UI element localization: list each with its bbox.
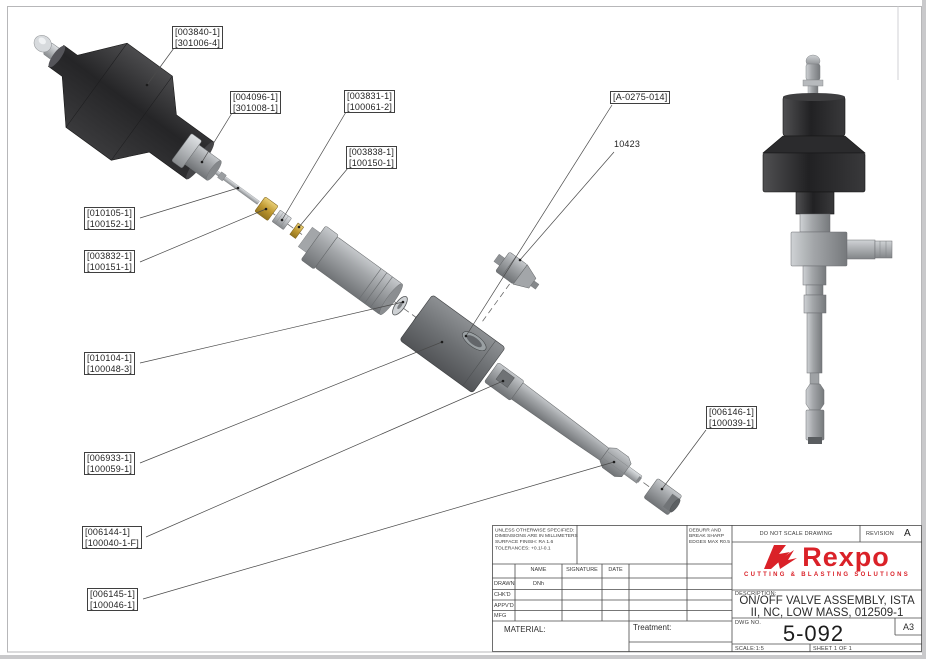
page-edge-bottom bbox=[0, 655, 926, 659]
assembled-valve-body bbox=[790, 213, 893, 267]
poppet-centerline bbox=[479, 283, 510, 325]
part-label: [006933-1][100059-1] bbox=[84, 452, 136, 475]
company-logo: Rexpo CUTTING & BLASTING SOLUTIONS bbox=[732, 543, 922, 587]
material-label: MATERIAL: bbox=[504, 625, 546, 634]
valve-body-exploded bbox=[400, 295, 505, 393]
eagle-logo-icon bbox=[764, 545, 798, 569]
description-line1: ON/OFF VALVE ASSEMBLY, ISTA bbox=[739, 594, 915, 607]
title-block: UNLESS OTHERWISE SPECIFIED: DIMENSIONS A… bbox=[492, 525, 922, 652]
page-edge-right bbox=[922, 0, 926, 659]
revision-value: A bbox=[904, 528, 911, 539]
exploded-view bbox=[33, 35, 682, 515]
tolerance-notes: UNLESS OTHERWISE SPECIFIED: DIMENSIONS A… bbox=[495, 528, 578, 551]
part-label: [003832-1][100151-1] bbox=[84, 250, 136, 273]
col-header-signature: SIGNATURE bbox=[566, 567, 598, 573]
shaft-exploded bbox=[484, 362, 643, 484]
leader-dots bbox=[145, 83, 664, 491]
part-label: [A-0275-014] bbox=[610, 91, 671, 104]
part-label: [004096-1][301008-1] bbox=[230, 91, 282, 114]
part-label: [006145-1][100046-1] bbox=[87, 588, 139, 611]
part-label: [010104-1][100048-3] bbox=[84, 352, 136, 375]
row-label-appvd: APPV'D bbox=[494, 602, 514, 609]
row-label-mfg: MFG bbox=[494, 613, 507, 619]
do-not-scale-note: DO NOT SCALE DRAWING bbox=[759, 531, 833, 537]
revision-label: REVISION bbox=[866, 531, 894, 537]
part-label: 10423 bbox=[614, 139, 641, 149]
gland-cylinder-exploded bbox=[297, 226, 403, 315]
col-header-date: DATE bbox=[608, 567, 623, 573]
description-label: DESCRIPTION: bbox=[735, 591, 777, 597]
part-label: [003840-1][301006-4] bbox=[172, 26, 224, 49]
deburr-note: DEBURR AND BREAK SHARP EDGES MAX R0.5 bbox=[689, 528, 731, 545]
assembled-view bbox=[762, 54, 893, 444]
assembled-actuator bbox=[762, 93, 866, 215]
logo-tagline: CUTTING & BLASTING SOLUTIONS bbox=[743, 572, 911, 578]
assembled-lance bbox=[802, 265, 827, 444]
row-label-drawn: DRAWN bbox=[494, 581, 515, 587]
nozzle-exploded bbox=[644, 478, 682, 515]
sheet-value: SHEET 1 OF 1 bbox=[813, 645, 852, 652]
paper-size: A3 bbox=[902, 622, 914, 632]
scale-value: SCALE:1:5 bbox=[735, 645, 765, 652]
description-line2: II, NC, LOW MASS, 012509-1 bbox=[750, 606, 904, 619]
col-header-name: NAME bbox=[530, 567, 547, 573]
part-label: [006146-1][100039-1] bbox=[706, 406, 758, 429]
title-block-grid bbox=[492, 525, 922, 652]
drawn-name: DNh bbox=[532, 581, 544, 587]
part-label: [003838-1][100150-1] bbox=[346, 146, 398, 169]
treatment-label: Treatment: bbox=[633, 623, 672, 632]
dwg-no-label: DWG NO. bbox=[735, 619, 762, 626]
gold-seal-ring-exploded bbox=[289, 222, 305, 239]
part-label: [010105-1][100152-1] bbox=[84, 207, 136, 230]
assembled-grease-fitting bbox=[802, 54, 824, 98]
row-label-chkd: CHK'D bbox=[494, 592, 511, 598]
dwg-no-value: 5-092 bbox=[782, 621, 845, 646]
leader-lines bbox=[139, 47, 707, 600]
part-label: [003831-1][100061-2] bbox=[344, 90, 396, 113]
logo-text: Rexpo bbox=[802, 541, 890, 572]
part-label: [006144-1][100040-1-F] bbox=[82, 526, 142, 549]
